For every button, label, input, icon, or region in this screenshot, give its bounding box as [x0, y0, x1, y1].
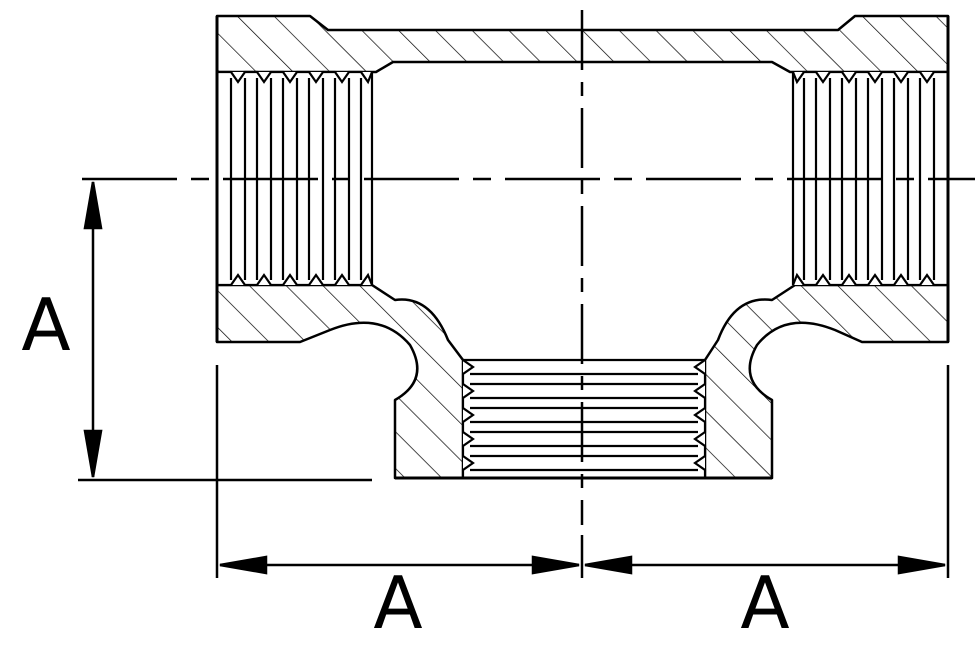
vertical-dimension-label: A	[21, 283, 70, 367]
bottom-thread-right-teeth	[693, 359, 707, 478]
arrowhead-left-start	[219, 555, 268, 575]
left-lower-wall	[215, 283, 465, 480]
arrowhead-right-start	[584, 555, 633, 575]
left-horizontal-dimension-label: A	[373, 561, 422, 645]
right-lower-wall	[703, 283, 950, 480]
arrowhead-down	[83, 429, 103, 478]
arrowhead-up	[83, 181, 103, 230]
bottom-thread-left-teeth	[461, 359, 475, 478]
right-thread-bottom-teeth	[791, 272, 948, 287]
dimension-lines	[83, 181, 946, 575]
extension-lines	[78, 365, 950, 578]
right-thread-top-teeth	[791, 70, 948, 85]
arrowhead-left-end	[531, 555, 580, 575]
left-thread-top-teeth	[217, 70, 374, 85]
arrowhead-right-end	[897, 555, 946, 575]
bottom-thread	[461, 358, 707, 478]
left-thread-bottom-teeth	[217, 272, 374, 287]
right-horizontal-dimension-label: A	[740, 561, 789, 645]
centerlines	[82, 10, 975, 525]
